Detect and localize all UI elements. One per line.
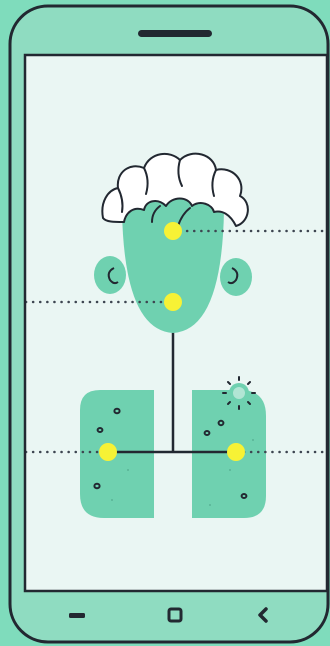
speaker-slot: [138, 30, 212, 37]
speckle: [252, 439, 254, 441]
right-ear: [220, 258, 252, 296]
speckle: [127, 469, 129, 471]
marker-head: [164, 222, 182, 240]
speckle: [229, 469, 231, 471]
speckle: [111, 499, 113, 501]
left-ear: [94, 256, 126, 294]
marker-right-lung: [227, 443, 245, 461]
marker-left-lung: [99, 443, 117, 461]
back-minus-icon[interactable]: [69, 613, 85, 618]
marker-throat: [164, 293, 182, 311]
speckle: [209, 504, 211, 506]
